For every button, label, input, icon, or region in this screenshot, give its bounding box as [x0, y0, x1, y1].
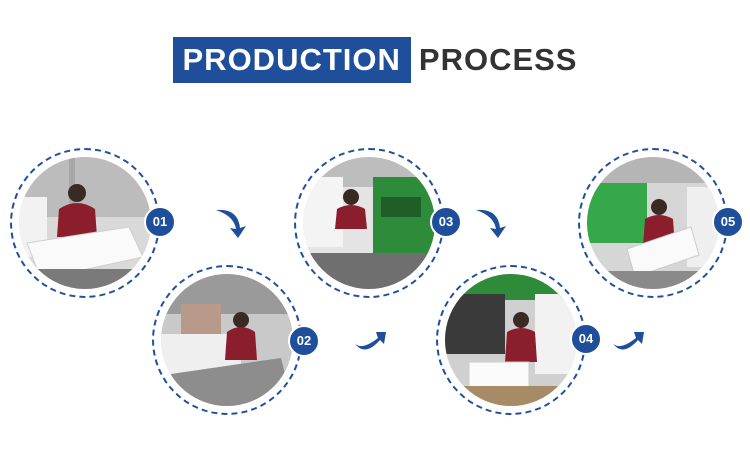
step-3-photo — [303, 157, 435, 289]
step-badge: 02 — [288, 325, 320, 357]
curved-arrow-up-icon — [350, 318, 390, 358]
title-highlight: PRODUCTION — [172, 37, 411, 83]
title-rest: PROCESS — [418, 42, 578, 77]
step-4: 04 — [436, 265, 602, 415]
step-badge: 01 — [144, 206, 176, 238]
step-2-photo — [161, 274, 293, 406]
step-2: 02 — [152, 265, 320, 415]
step-3: 03 — [294, 148, 462, 298]
curved-arrow-up-icon — [608, 318, 648, 358]
step-5: 05 — [578, 148, 744, 298]
step-badge: 04 — [570, 323, 602, 355]
step-4-photo — [445, 274, 577, 406]
curved-arrow-down-icon — [212, 202, 252, 242]
step-5-photo — [587, 157, 719, 289]
step-1: 01 — [10, 148, 176, 298]
curved-arrow-down-icon — [472, 202, 512, 242]
step-badge: 05 — [712, 206, 744, 238]
step-1-photo — [19, 157, 151, 289]
step-badge: 03 — [430, 206, 462, 238]
